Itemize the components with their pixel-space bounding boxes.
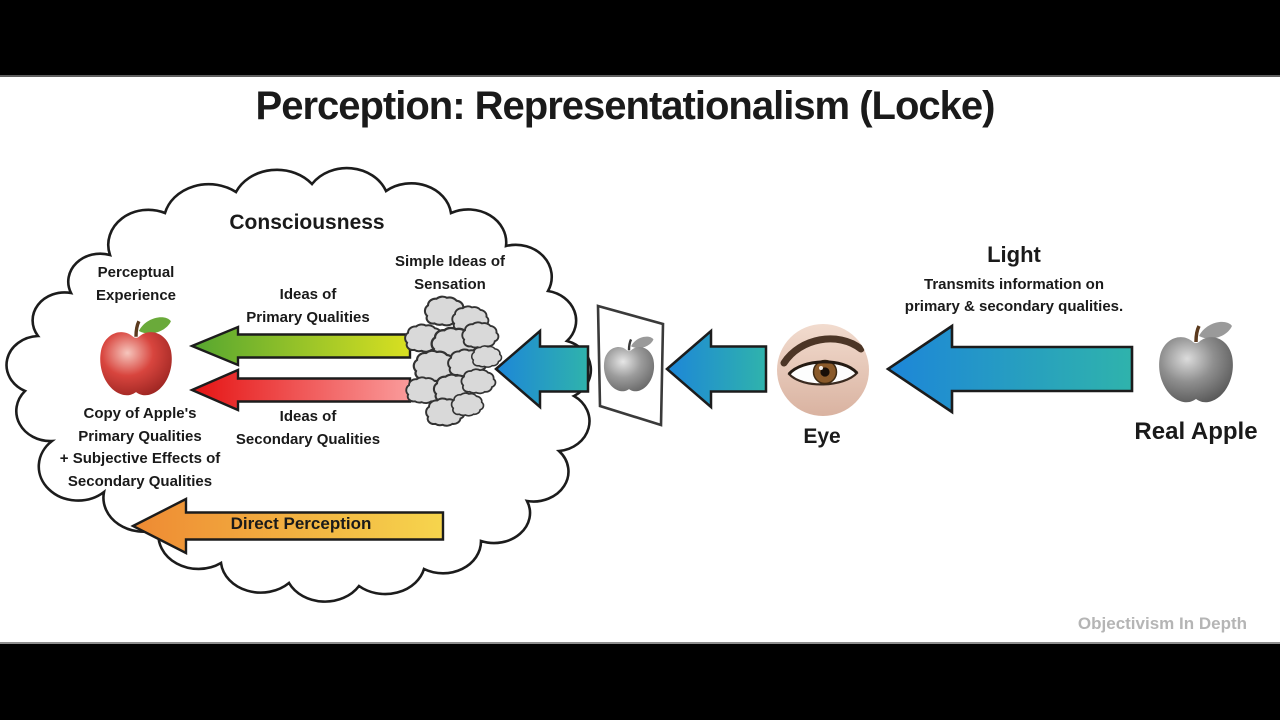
light-arrow xyxy=(885,323,1134,415)
ideas-primary-label: Ideas of Primary Qualities xyxy=(208,283,408,329)
simple-ideas-line2: Sensation xyxy=(414,276,486,293)
ideas-primary-line2: Primary Qualities xyxy=(246,309,370,326)
real-apple-label: Real Apple xyxy=(1134,418,1258,445)
eye-label: Eye xyxy=(803,425,841,448)
copy-of-apple-label: Copy of Apple's Primary Qualities + Subj… xyxy=(25,403,255,493)
ideas-secondary-label: Ideas of Secondary Qualities xyxy=(208,405,408,451)
perceptual-experience-label: Perceptual Experience xyxy=(36,261,236,307)
ideas-primary-line1: Ideas of xyxy=(279,286,337,303)
ideas-secondary-line1: Ideas of xyxy=(279,408,337,425)
copy-of-apple-line2: Primary Qualities xyxy=(78,427,202,445)
copy-of-apple-line3: + Subjective Effects of xyxy=(59,450,221,467)
letterbox-bar-bottom xyxy=(0,642,1280,720)
retinal-image xyxy=(596,304,665,427)
copy-of-apple-line4: Secondary Qualities xyxy=(67,472,213,490)
sensation-input-arrow xyxy=(494,328,590,410)
perceptual-experience-line2: Experience xyxy=(95,287,177,304)
letterbox-bar-top xyxy=(0,0,1280,77)
light-label: Light xyxy=(987,242,1041,267)
perceptual-experience-line1: Perceptual xyxy=(97,264,175,281)
light-description: Transmits information on primary & secon… xyxy=(894,274,1134,318)
copy-of-apple-line1: Copy of Apple's xyxy=(83,405,197,422)
eye-to-image-arrow xyxy=(665,328,768,410)
slide-title: Perception: Representationalism (Locke) xyxy=(255,84,996,128)
real-apple-icon xyxy=(1159,321,1233,403)
light-description-line2: primary & secondary qualities. xyxy=(904,298,1124,315)
watermark-text: Objectivism In Depth xyxy=(1077,614,1247,633)
light-description-line1: Transmits information on xyxy=(923,276,1104,293)
ideas-secondary-line2: Secondary Qualities xyxy=(235,431,381,448)
simple-ideas-label: Simple Ideas of Sensation xyxy=(358,250,542,296)
consciousness-label: Consciousness xyxy=(229,211,385,234)
eye-icon xyxy=(777,324,869,416)
direct-perception-arrow xyxy=(130,497,445,555)
direct-perception-label: Direct Perception xyxy=(230,514,372,533)
simple-ideas-line1: Simple Ideas of xyxy=(394,253,506,270)
